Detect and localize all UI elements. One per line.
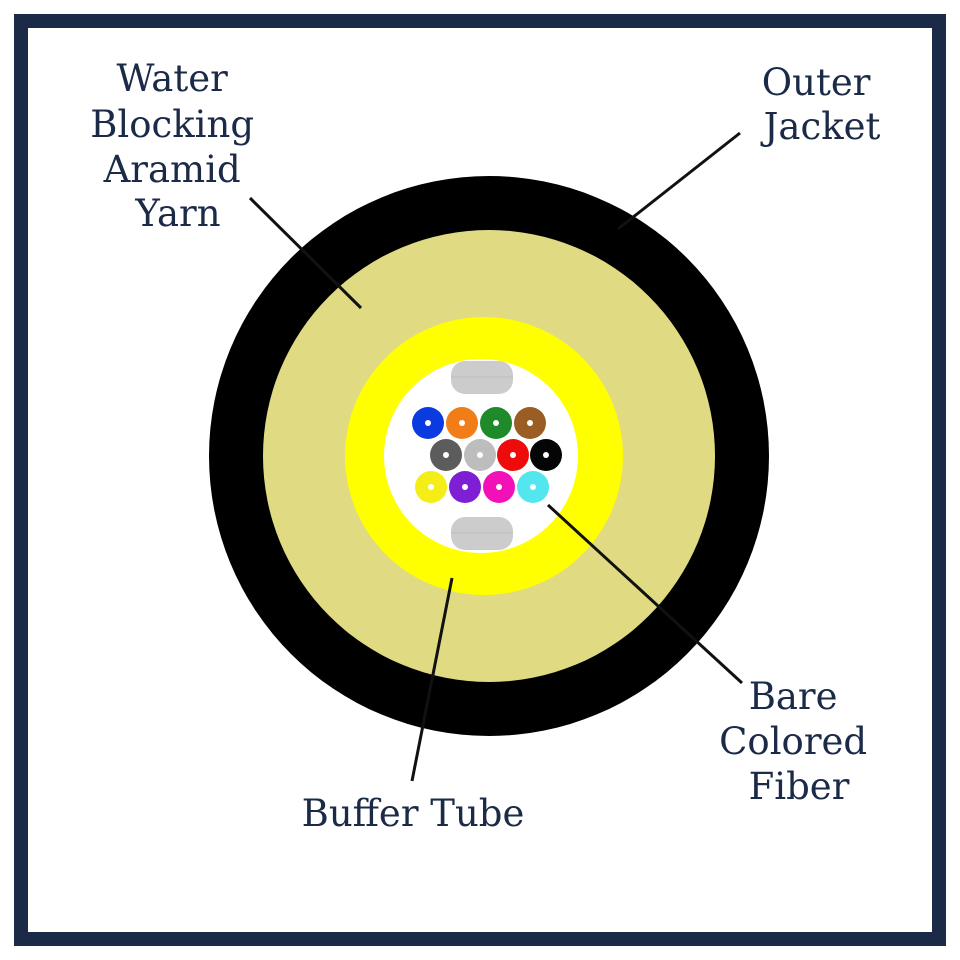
label-bare-colored-fiber-line-2: Colored	[719, 720, 867, 763]
fiber-core-aqua	[530, 484, 536, 490]
leader-line-outer-jacket	[617, 131, 741, 231]
leader-line-buffer-tube	[410, 577, 454, 782]
leader-line-bare-fiber	[546, 503, 744, 685]
fiber-core-red	[510, 452, 516, 458]
fiber-core-blue	[425, 420, 431, 426]
fiber-core-yellow	[428, 484, 434, 490]
label-outer-jacket: Outer Jacket	[760, 61, 883, 148]
label-water-blocking-line-1: Water	[116, 57, 228, 100]
label-buffer-tube: Buffer Tube	[302, 792, 525, 835]
label-bare-colored-fiber: Bare Colored Fiber	[719, 675, 879, 808]
label-water-blocking-line-2: Blocking	[90, 103, 254, 146]
fiber-core-green	[493, 420, 499, 426]
label-water-blocking-line-4: Yarn	[134, 192, 220, 235]
fiber-bundle	[412, 407, 562, 503]
label-bare-colored-fiber-line-3: Fiber	[749, 765, 850, 808]
fiber-core-black	[543, 452, 549, 458]
leader-line-water-blocking	[248, 196, 363, 310]
label-water-blocking-line-3: Aramid	[103, 148, 241, 191]
fiber-core-orange	[459, 420, 465, 426]
fiber-core-violet	[462, 484, 468, 490]
leader-lines	[248, 131, 744, 782]
label-bare-colored-fiber-line-1: Bare	[749, 675, 838, 718]
label-water-blocking: Water Blocking Aramid Yarn	[90, 57, 266, 235]
fiber-core-rose	[496, 484, 502, 490]
fiber-core-brown	[527, 420, 533, 426]
fiber-core-white	[477, 452, 483, 458]
label-outer-jacket-line-1: Outer	[762, 61, 871, 104]
label-outer-jacket-line-2: Jacket	[760, 105, 881, 148]
fiber-core-slate	[443, 452, 449, 458]
